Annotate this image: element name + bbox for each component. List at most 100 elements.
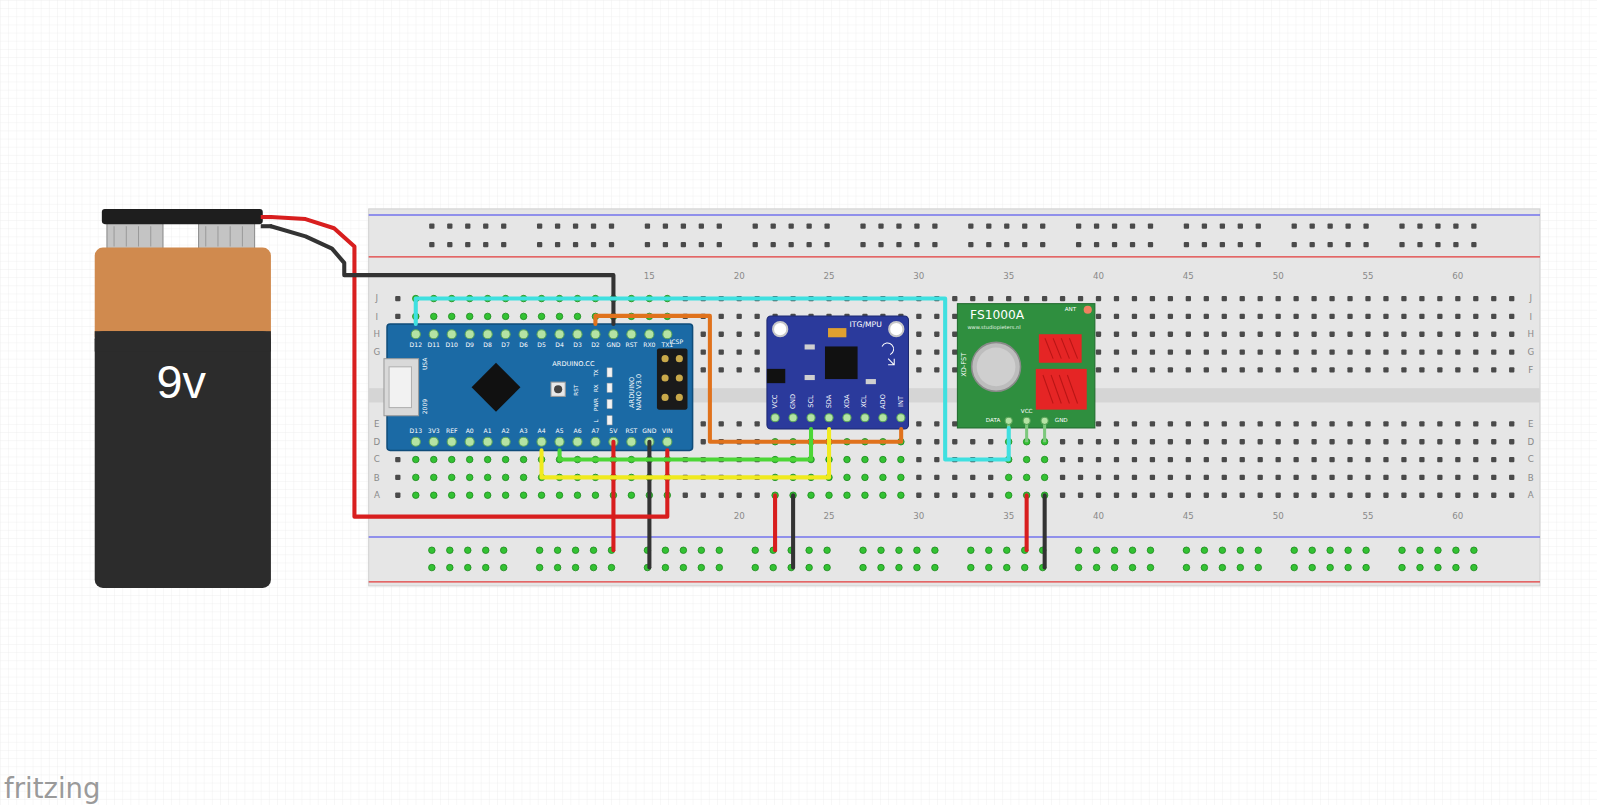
breadboard-hole: [1004, 242, 1009, 247]
connected-hole: [448, 456, 455, 463]
breadboard-hole: [1238, 224, 1243, 229]
breadboard-hole: [1365, 332, 1370, 337]
connected-hole: [860, 564, 867, 571]
breadboard-hole: [447, 242, 452, 247]
header-pin: [483, 437, 492, 446]
breadboard-hole: [1311, 439, 1316, 444]
breadboard-hole: [1437, 332, 1442, 337]
breadboard-hole: [1240, 296, 1245, 301]
connected-hole: [574, 313, 581, 320]
connected-hole: [1399, 547, 1406, 554]
breadboard-hole: [824, 242, 829, 247]
header-pin: [609, 330, 618, 339]
breadboard-hole: [447, 224, 452, 229]
column-number: 30: [913, 512, 924, 521]
row-letter: E: [374, 420, 379, 429]
jumper-wire: [416, 299, 1009, 460]
header-pin: [591, 330, 600, 339]
icsp-pin: [662, 355, 669, 362]
connected-hole: [520, 313, 527, 320]
terminal-ridge: [242, 226, 243, 246]
connected-hole: [520, 492, 527, 499]
breadboard-hole: [1455, 475, 1460, 480]
smd-component: [1039, 334, 1082, 363]
breadboard-hole: [1473, 475, 1478, 480]
breadboard-hole: [1168, 457, 1173, 462]
breadboard-hole: [1473, 367, 1478, 372]
connected-hole: [826, 492, 833, 499]
component-hatch: [1043, 375, 1053, 404]
terminal-ridge: [126, 226, 127, 246]
breadboard-hole: [1096, 475, 1101, 480]
breadboard-hole: [465, 242, 470, 247]
breadboard-hole: [1365, 475, 1370, 480]
breadboard-hole: [1240, 439, 1245, 444]
rail-jumper-wire: [1025, 495, 1029, 550]
breadboard-hole: [1186, 421, 1191, 426]
breadboard-hole: [1293, 421, 1298, 426]
breadboard-hole: [1276, 349, 1281, 354]
breadboard-hole: [699, 224, 704, 229]
connected-hole: [536, 564, 543, 571]
breadboard-hole: [645, 242, 650, 247]
connected-hole: [898, 474, 905, 481]
breadboard-hole: [1222, 475, 1227, 480]
breadboard-hole: [1365, 421, 1370, 426]
connected-hole: [447, 547, 454, 554]
connected-hole: [520, 456, 527, 463]
breadboard-hole: [952, 439, 957, 444]
breadboard-hole: [737, 332, 742, 337]
connected-hole: [1471, 547, 1478, 554]
row-letter: B: [1528, 473, 1534, 482]
breadboard-hole: [483, 242, 488, 247]
breadboard-hole: [934, 439, 939, 444]
breadboard-hole: [681, 224, 686, 229]
crystal: [977, 347, 1016, 386]
connected-hole: [1129, 547, 1136, 554]
header-pin: [447, 330, 456, 339]
connected-hole: [500, 564, 507, 571]
breadboard-hole: [878, 224, 883, 229]
pin-label: A0: [466, 428, 474, 434]
breadboard-hole: [429, 242, 434, 247]
connected-hole: [1093, 547, 1100, 554]
breadboard-hole: [1383, 332, 1388, 337]
breadboard-hole: [1365, 439, 1370, 444]
board-marking: USA: [422, 357, 428, 370]
breadboard-hole: [1293, 367, 1298, 372]
pin-label: VCC: [772, 395, 779, 409]
pin-label: RX0: [643, 342, 655, 348]
connected-hole: [662, 547, 669, 554]
breadboard-hole: [1096, 421, 1101, 426]
breadboard-hole: [1222, 332, 1227, 337]
breadboard-hole: [755, 332, 760, 337]
breadboard-hole: [1455, 457, 1460, 462]
breadboard-hole: [1132, 457, 1137, 462]
breadboard-hole: [1292, 224, 1297, 229]
breadboard-hole: [1455, 421, 1460, 426]
connected-hole: [1255, 547, 1262, 554]
breadboard-hole: [1202, 242, 1207, 247]
breadboard-hole: [1455, 314, 1460, 319]
breadboard-hole: [1256, 242, 1261, 247]
breadboard-hole: [1347, 367, 1352, 372]
connected-hole: [1075, 547, 1082, 554]
breadboard-hole: [1204, 439, 1209, 444]
breadboard-hole: [719, 421, 724, 426]
breadboard-hole: [806, 242, 811, 247]
battery-body: [95, 331, 271, 588]
breadboard-hole: [1293, 296, 1298, 301]
breadboard-hole: [1150, 457, 1155, 462]
breadboard-hole: [1204, 475, 1209, 480]
breadboard-hole: [1328, 224, 1333, 229]
breadboard-hole: [1222, 457, 1227, 462]
breadboard-hole: [755, 367, 760, 372]
header-pin: [411, 330, 420, 339]
breadboard-hole: [1293, 314, 1298, 319]
breadboard-hole: [753, 224, 758, 229]
breadboard-hole: [1473, 439, 1478, 444]
row-letter: G: [373, 348, 380, 357]
module-name: ITG/MPU: [850, 321, 882, 329]
breadboard-hole: [737, 367, 742, 372]
